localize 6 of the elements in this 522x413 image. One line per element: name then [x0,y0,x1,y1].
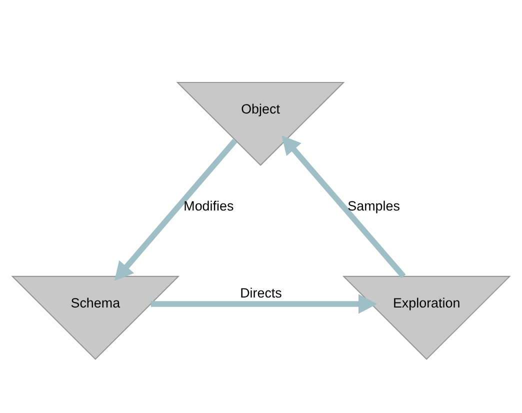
edge-label: Directs [240,284,282,300]
edge-label: Modifies [184,198,234,214]
arrow [282,134,406,278]
edge-label: Samples [348,198,400,214]
arrow [114,138,238,280]
arrow [150,294,378,314]
